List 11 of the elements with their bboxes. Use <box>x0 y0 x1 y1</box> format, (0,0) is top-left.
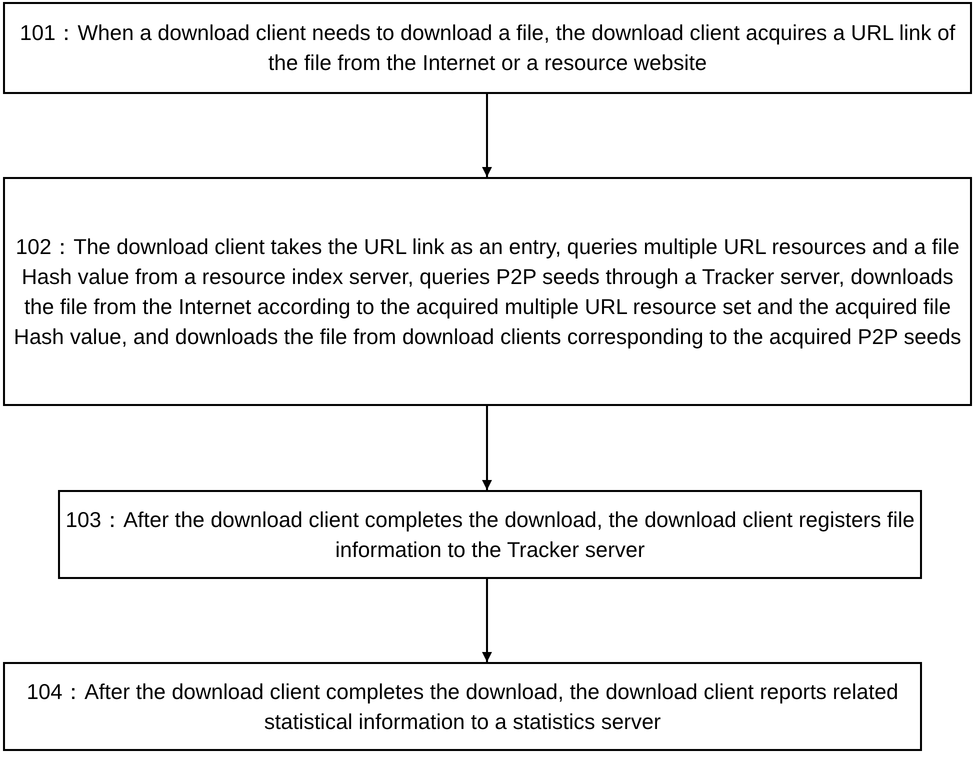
process-box <box>58 490 922 579</box>
process-box <box>3 662 922 751</box>
step-text: 104：After the download client completes the download, the download client reports related statistical information to a statistics server <box>26 678 900 736</box>
arrow <box>482 579 492 662</box>
step-text: 102：The download client takes the URL link as an entry, queries multiple URL resources and a file Hash value from a resource index server, queries P2P seeds through a Tracker server, downloads the file from the Internet according to the acquired multiple URL resource set and the acquired file Hash value, and downloads the file from download clients corresponding to the acquired P2P seeds <box>12 234 962 350</box>
step-text: 101：When a download client needs to download a file, the download client acquires a URL link of the file from the Internet or a resource website <box>18 20 956 77</box>
arrow <box>482 94 492 177</box>
process-box <box>3 2 972 94</box>
arrow <box>482 406 492 490</box>
process-box <box>3 177 972 406</box>
step-text: 103：After the download client completes the download, the download client registers file information to the Tracker server <box>64 506 916 564</box>
